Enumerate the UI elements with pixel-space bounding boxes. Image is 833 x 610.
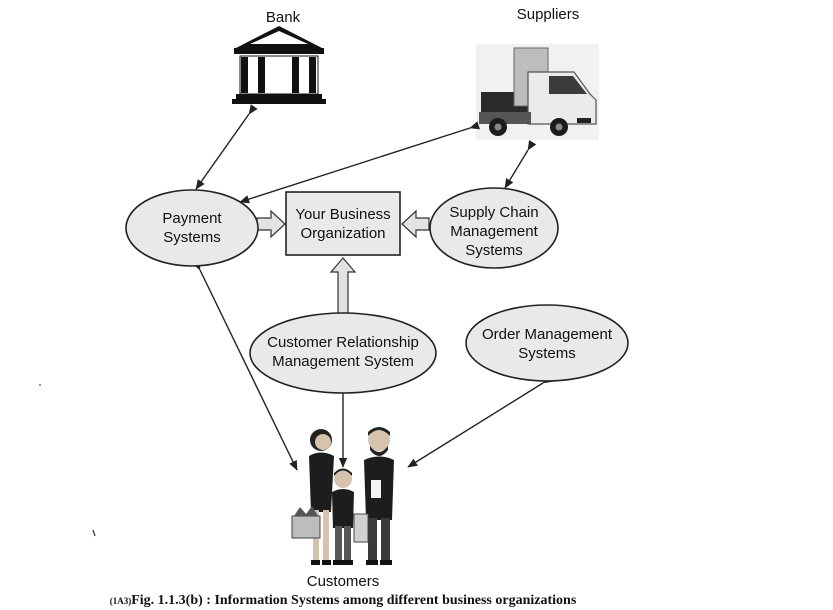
crm-line-1: Customer Relationship <box>267 334 419 351</box>
business-organization-node: Your Business Organization <box>285 191 401 256</box>
payment-systems-node: Payment Systems <box>125 189 259 267</box>
oms-customers-arrow <box>407 374 553 468</box>
oms-line-2: Systems <box>518 345 576 362</box>
scm-to-business-arrow <box>401 209 430 239</box>
figure-caption: (1A3)Fig. 1.1.3(b) : Information Systems… <box>110 593 577 608</box>
payment-customers-arrow <box>192 259 298 471</box>
customers-family-icon <box>291 427 394 565</box>
suppliers-label: Suppliers <box>517 6 580 23</box>
bank-icon <box>232 26 326 104</box>
crm-node: Customer Relationship Management System <box>249 312 437 394</box>
customers-label: Customers <box>307 573 380 590</box>
suppliers-payment-arrow <box>239 121 480 204</box>
supply-chain-node: Supply Chain Management Systems <box>429 187 559 269</box>
caption-prefix: (1A3) <box>110 596 132 606</box>
business-line-1: Your Business <box>295 206 390 223</box>
scm-line-2: Management <box>450 223 538 240</box>
bank-payment-arrow <box>195 104 258 190</box>
order-management-node: Order Management Systems <box>465 304 629 382</box>
oms-line-1: Order Management <box>482 326 613 343</box>
business-line-2: Organization <box>300 225 385 242</box>
truck-icon <box>476 44 599 140</box>
scan-speck <box>39 384 41 386</box>
crm-to-business-arrow <box>329 257 357 315</box>
scm-line-3: Systems <box>465 242 523 259</box>
crm-line-2: Management System <box>272 353 414 370</box>
scm-line-1: Supply Chain <box>449 204 538 221</box>
bank-label: Bank <box>266 9 301 26</box>
payment-line-1: Payment <box>162 210 222 227</box>
scan-mark <box>92 529 96 537</box>
suppliers-scm-arrow <box>504 140 537 189</box>
caption-text: Fig. 1.1.3(b) : Information Systems amon… <box>131 593 577 608</box>
payment-line-2: Systems <box>163 229 221 246</box>
payment-to-business-arrow <box>256 209 286 239</box>
